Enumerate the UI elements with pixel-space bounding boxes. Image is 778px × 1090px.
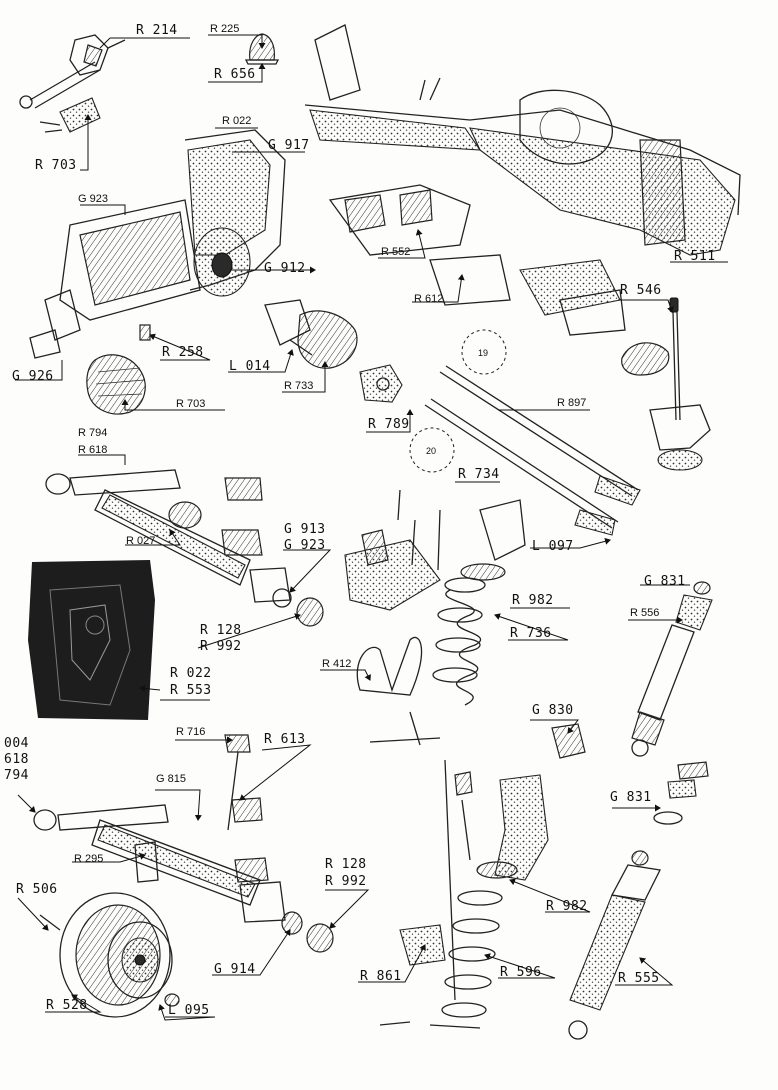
part-label-r552: R 552 bbox=[381, 246, 411, 258]
front-axle-tube-icon bbox=[45, 469, 324, 627]
chassis-frame-icon bbox=[304, 24, 741, 336]
part-label-r992-upper: R 992 bbox=[200, 639, 242, 654]
part-label-r511: R 511 bbox=[674, 249, 716, 264]
part-label-g830: G 830 bbox=[532, 703, 574, 718]
part-label-r295: R 295 bbox=[74, 853, 104, 865]
part-label-r027: R 027 bbox=[126, 535, 156, 547]
part-label-r733: R 733 bbox=[284, 380, 314, 392]
part-label-r897: R 897 bbox=[557, 397, 587, 409]
part-label-r789: R 789 bbox=[368, 417, 410, 432]
part-label-794: 794 bbox=[4, 768, 29, 783]
part-label-r794: R 794 bbox=[78, 427, 108, 439]
bellows-boot-icon bbox=[86, 354, 146, 415]
drive-boot-icon bbox=[264, 299, 358, 369]
part-label-r553: R 553 bbox=[170, 683, 212, 698]
coil-spring-icon bbox=[369, 563, 506, 746]
part-label-r618: R 618 bbox=[78, 444, 108, 456]
part-label-g923-front: G 923 bbox=[284, 538, 326, 553]
cv-joint-icon bbox=[359, 364, 403, 403]
part-label-r128-lower: R 128 bbox=[325, 857, 367, 872]
part-label-r225: R 225 bbox=[210, 23, 240, 35]
rubber-bush-icon bbox=[551, 723, 586, 759]
circle-label-20: 20 bbox=[426, 446, 437, 456]
part-label-r546: R 546 bbox=[620, 283, 662, 298]
part-label-r736: R 736 bbox=[510, 626, 552, 641]
part-label-l014: L 014 bbox=[229, 359, 271, 374]
part-label-l095: L 095 bbox=[168, 1003, 210, 1018]
mount-rubber-icon bbox=[653, 761, 709, 825]
part-label-r982-lower: R 982 bbox=[546, 899, 588, 914]
part-label-618: 618 bbox=[4, 752, 29, 767]
part-label-g913: G 913 bbox=[284, 522, 326, 537]
part-label-r528: R 528 bbox=[46, 998, 88, 1013]
part-label-g914: G 914 bbox=[214, 962, 256, 977]
part-label-r734: R 734 bbox=[458, 467, 500, 482]
part-label-r861: R 861 bbox=[360, 969, 402, 984]
part-label-g917: G 917 bbox=[268, 138, 310, 153]
gear-lever-icon bbox=[621, 297, 711, 471]
part-label-r022-lower: R 022 bbox=[170, 666, 212, 681]
rear-suspension-arm-icon bbox=[344, 489, 526, 696]
part-label-g831-upper: G 831 bbox=[644, 574, 686, 589]
part-label-r555: R 555 bbox=[618, 971, 660, 986]
part-label-r506: R 506 bbox=[16, 882, 58, 897]
part-label-r982-upper: R 982 bbox=[512, 593, 554, 608]
part-label-r258: R 258 bbox=[162, 345, 204, 360]
part-label-r556: R 556 bbox=[630, 607, 660, 619]
part-label-r613: R 613 bbox=[264, 732, 306, 747]
coil-spring-lower-icon bbox=[379, 759, 549, 1029]
part-label-r596: R 596 bbox=[500, 965, 542, 980]
shift-linkage-icon bbox=[19, 34, 126, 133]
part-label-g912: G 912 bbox=[264, 261, 306, 276]
part-label-r656: R 656 bbox=[214, 67, 256, 82]
part-label-r612: R 612 bbox=[414, 293, 444, 305]
part-label-g923-gearbox: G 923 bbox=[78, 193, 108, 205]
part-label-r214: R 214 bbox=[136, 23, 178, 38]
part-label-r703-boot: R 703 bbox=[176, 398, 206, 410]
leader-lines bbox=[15, 34, 728, 1021]
circle-label-19: 19 bbox=[478, 348, 489, 358]
part-label-l097: L 097 bbox=[532, 539, 574, 554]
gearbox-icon bbox=[29, 129, 286, 359]
part-label-r703-top: R 703 bbox=[35, 158, 77, 173]
part-label-r716: R 716 bbox=[176, 726, 206, 738]
drive-shaft-icon bbox=[409, 329, 641, 536]
rear-shock-absorber-icon bbox=[568, 850, 661, 1040]
photo-insert bbox=[28, 560, 155, 720]
rear-axle-tube-icon bbox=[33, 734, 334, 953]
part-label-r022-top: R 022 bbox=[222, 115, 252, 127]
part-label-g815: G 815 bbox=[156, 773, 186, 785]
part-label-r128-upper: R 128 bbox=[200, 623, 242, 638]
shock-absorber-icon bbox=[631, 581, 713, 757]
part-label-r412: R 412 bbox=[322, 658, 352, 670]
part-label-g831-lower: G 831 bbox=[610, 790, 652, 805]
part-label-r992-lower: R 992 bbox=[325, 874, 367, 889]
brake-drum-icon bbox=[39, 892, 180, 1018]
part-label-004: 004 bbox=[4, 736, 29, 751]
part-label-g926: G 926 bbox=[12, 369, 54, 384]
